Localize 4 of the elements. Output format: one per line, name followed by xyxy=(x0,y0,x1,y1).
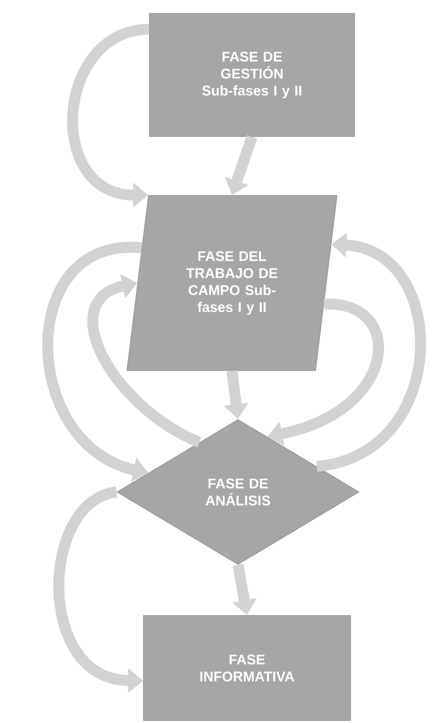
parallelogram-box: FASE DEL TRABAJO DE CAMPO Sub-fases I y II xyxy=(126,195,338,371)
process-box: FASE INFORMATIVA xyxy=(143,615,351,721)
arrow xyxy=(87,274,202,448)
process-box: FASE DE GESTIÓN Sub-fases I y II xyxy=(149,13,355,137)
